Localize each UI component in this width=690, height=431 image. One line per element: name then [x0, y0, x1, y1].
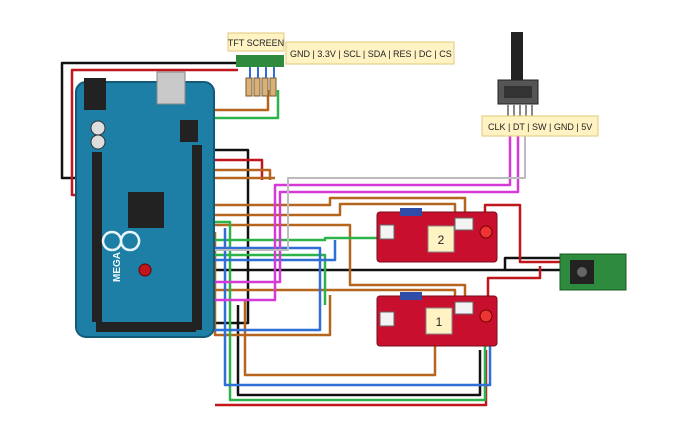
reset-button	[138, 263, 152, 277]
wire-red-relay-bottom	[486, 266, 542, 300]
arduino-mega-board: MEGA	[75, 71, 215, 338]
resistor-bank	[245, 77, 277, 97]
mega-label: MEGA	[112, 252, 123, 282]
wire-blue-2	[223, 228, 492, 387]
wire-black-relay1	[236, 305, 482, 397]
rotary-encoder: CLK | DT | SW | GND | 5V	[481, 32, 599, 137]
wire-red-mega-right	[205, 158, 264, 180]
encoder-shaft	[511, 32, 523, 80]
wire-green-relay1	[205, 220, 487, 402]
dc-jack-board	[559, 253, 627, 291]
wire-brown-relay2-b	[205, 202, 457, 217]
relay-board-2: 2	[376, 208, 498, 263]
arduino-logo	[101, 230, 141, 252]
microcontroller-chip	[128, 192, 164, 228]
tft-screen-label: TFT SCREEN	[228, 38, 284, 48]
wire-green-low	[205, 253, 327, 305]
wire-black-jack	[503, 256, 560, 270]
relay-1-number: 1	[436, 315, 443, 329]
wire-brown-mega-1	[205, 168, 272, 180]
wire-white-encoder	[200, 118, 526, 251]
wire-red-relay-top	[483, 203, 560, 264]
wire-blue-1	[205, 246, 322, 332]
wire-magenta-1	[200, 118, 512, 302]
encoder-pins-label: CLK | DT | SW | GND | 5V	[488, 122, 592, 132]
tft-screen-connector: TFT SCREEN GND | 3.3V | SCL | SDA | RES …	[227, 32, 455, 97]
wire-brown-low-1	[213, 290, 332, 337]
power-jack	[84, 78, 106, 110]
wire-brown-relay1-out	[243, 300, 437, 377]
usb-port	[156, 71, 186, 105]
wire-green-mid	[205, 236, 392, 255]
wire-blue-3	[200, 240, 337, 322]
relay-2-number: 2	[438, 233, 445, 247]
tft-pins-label: GND | 3.3V | SCL | SDA | RES | DC | CS	[290, 49, 452, 59]
wire-red-relay1-out	[215, 350, 488, 407]
relay-board-1: 1	[376, 292, 498, 347]
wire-brown-relay1-a	[205, 223, 467, 298]
wire-magenta-2	[205, 118, 520, 284]
